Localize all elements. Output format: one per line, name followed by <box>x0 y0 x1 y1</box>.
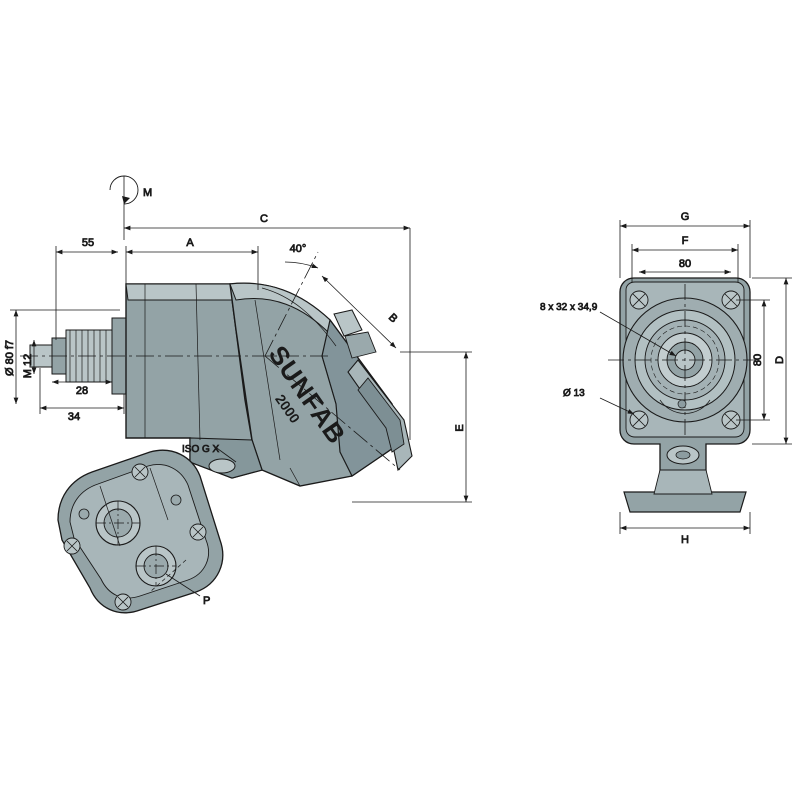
port-block-recess <box>357 377 405 453</box>
dim-A-label: A <box>186 237 194 249</box>
dim-C-label: C <box>260 213 268 225</box>
dim-C: C <box>124 213 411 440</box>
housing-top-band <box>125 283 234 301</box>
dim-M: M <box>109 175 153 240</box>
dim-80-right-label: 80 <box>752 354 764 366</box>
callout-spline-label: 8 x 32 x 34,9 <box>540 302 598 313</box>
bottom-view-ports <box>95 500 177 587</box>
dim-34-label: 34 <box>68 411 80 423</box>
dim-80-top: 80 <box>639 258 731 275</box>
callout-iso-gx: ISO G X <box>182 444 237 463</box>
dim-H: H <box>619 512 751 546</box>
dim-G-label: G <box>681 211 690 223</box>
callout-P: P <box>165 573 211 607</box>
bottom-view-group: ISO G X P <box>57 444 237 614</box>
callout-spline: 8 x 32 x 34,9 <box>540 302 677 357</box>
dim-28: 28 <box>52 379 112 397</box>
dim-A: A <box>125 237 259 290</box>
front-view-bolts <box>629 290 741 430</box>
side-view-dimensions: M C A 55 28 3 <box>4 175 472 503</box>
dim-80-top-label: 80 <box>679 258 691 270</box>
side-view-group: SUNFAB 2000 <box>20 251 413 487</box>
front-view-dimensions: G F 80 80 D <box>540 211 792 546</box>
dim-D: D <box>752 277 792 445</box>
callout-iso-gx-label: ISO G X <box>182 444 220 455</box>
bottom-port-flange <box>189 437 263 479</box>
bottom-port-opening <box>208 458 236 474</box>
dim-angle-label: 40° <box>290 243 307 255</box>
front-view-lower-boss <box>666 445 700 465</box>
dim-M-label: M <box>143 187 152 199</box>
barrel-centerline <box>264 251 401 471</box>
dim-F: F <box>631 235 739 282</box>
front-view-base <box>623 491 747 513</box>
bottom-view-detail-lines <box>99 467 187 593</box>
front-view-base-riser <box>653 469 713 495</box>
dim-F-label: F <box>682 235 689 247</box>
dim-28-label: 28 <box>76 385 88 397</box>
dim-M12-label: M 12 <box>22 354 34 378</box>
dim-dia80-label: Ø 80 f7 <box>4 340 16 376</box>
front-view-bore <box>608 284 762 436</box>
bottom-view-bolts <box>63 463 207 611</box>
dim-E: E <box>352 351 472 503</box>
dim-G: G <box>619 211 751 278</box>
dim-80-right: 80 <box>736 299 770 421</box>
dim-55-label: 55 <box>82 237 94 249</box>
callout-dia13-label: Ø 13 <box>563 388 585 399</box>
dim-dia80: Ø 80 f7 <box>4 309 120 404</box>
front-view-group <box>608 277 762 513</box>
callout-P-label: P <box>203 595 210 607</box>
dim-H-label: H <box>681 534 689 546</box>
dim-55: 55 <box>55 237 118 340</box>
dim-34: 34 <box>39 368 125 423</box>
callout-dia13: Ø 13 <box>563 388 635 415</box>
dim-M12: M 12 <box>22 340 37 379</box>
dim-B-label: B <box>386 312 400 326</box>
dim-D-label: D <box>774 356 786 364</box>
dim-E-label: E <box>454 424 466 431</box>
dim-angle-40: 40° <box>284 243 319 269</box>
